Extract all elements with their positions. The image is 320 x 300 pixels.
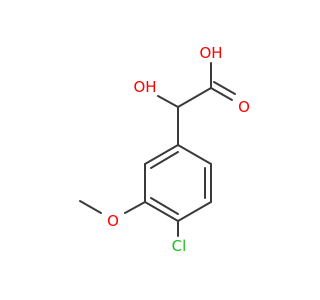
carbonyl-oxygen-label: O	[238, 98, 250, 116]
ring-bond-c1-c2	[177, 144, 212, 165]
methoxy-oxygen-label: O	[107, 212, 119, 230]
bond-alpha-carbon-carboxyl	[177, 87, 212, 108]
ring-bond-c3-c4	[177, 201, 212, 222]
bond-carbonyl-2	[213, 81, 236, 95]
ring-bond-c4-c5-inner	[150, 197, 179, 215]
ring-bond-c6-c1-inner	[150, 151, 179, 169]
chemical-structure: OH O OH O Cl	[79, 44, 250, 255]
ring-bond-c6-c1	[144, 144, 179, 165]
alpha-hydroxyl-label: OH	[133, 78, 156, 96]
carboxyl-hydroxyl-label: OH	[199, 44, 222, 62]
ring-bond-c4-c5	[144, 201, 179, 222]
bond-methoxy-methyl	[79, 200, 102, 214]
chlorine-label: Cl	[172, 237, 187, 255]
bond-alpha-carbon-hydroxyl	[157, 95, 179, 108]
bond-ring-methoxy-oxygen	[124, 201, 146, 214]
bond-carbonyl-1	[210, 87, 233, 101]
